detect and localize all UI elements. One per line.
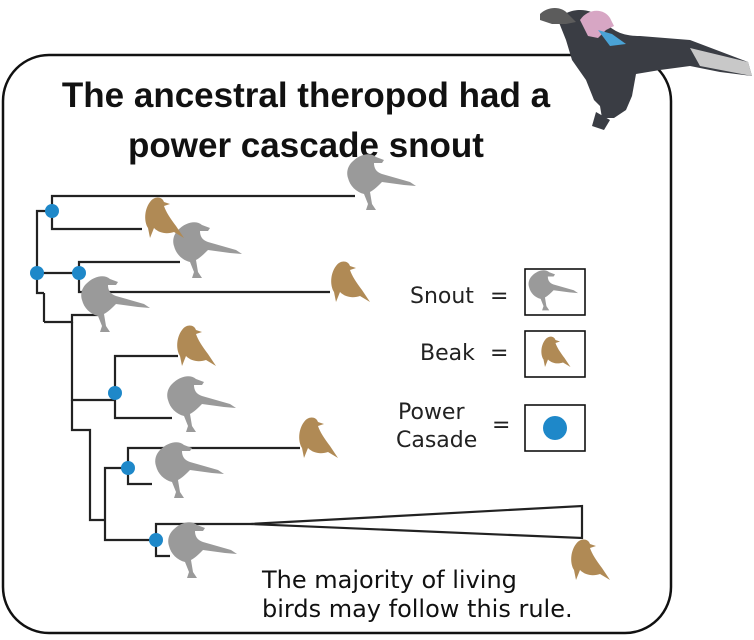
power-cascade-nodes — [30, 204, 163, 547]
legend-beak-label: Beak — [420, 341, 475, 366]
frame-border — [1, 53, 673, 635]
node-dot — [30, 266, 44, 280]
node-dot — [72, 266, 86, 280]
node-dot — [149, 533, 163, 547]
footnote: The majority of living birds may follow … — [262, 566, 592, 624]
title-line-2: power cascade snout — [128, 126, 484, 165]
title-line-1: The ancestral theropod had a — [61, 76, 551, 115]
node-dot — [45, 204, 59, 218]
legend-power-label-2: Casade — [396, 428, 478, 453]
ancestral-theropod-illustration — [540, 8, 752, 130]
legend-power-dot — [543, 416, 567, 440]
legend-power-label-1: Power — [398, 400, 465, 425]
node-dot — [121, 461, 135, 475]
node-dot — [108, 386, 122, 400]
collapsed-clade-wedge — [249, 504, 584, 540]
footnote-line-2: birds may follow this rule. — [262, 595, 573, 623]
legend-snout-equals: = — [490, 284, 509, 309]
legend-snout-label: Snout — [410, 284, 474, 309]
legend-beak-equals: = — [490, 341, 509, 366]
legend — [524, 268, 586, 452]
legend-power-equals: = — [492, 413, 511, 438]
footnote-line-1: The majority of living — [262, 566, 517, 594]
